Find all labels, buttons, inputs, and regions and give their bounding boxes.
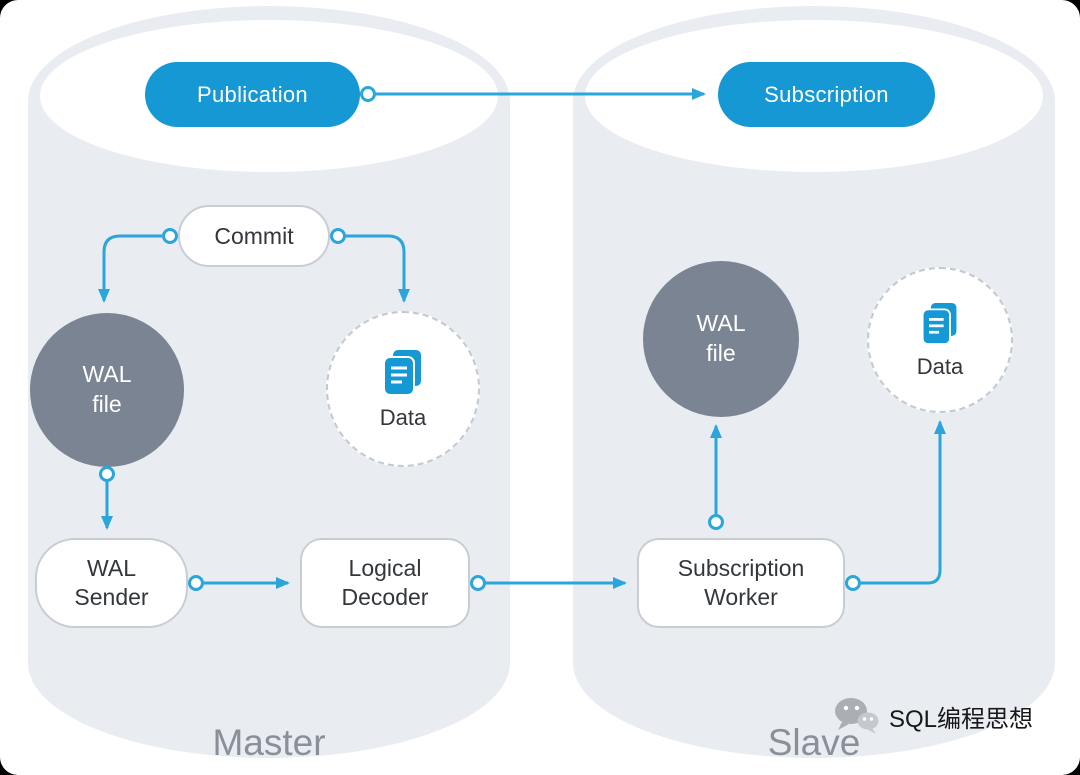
document-icon (383, 347, 423, 396)
master-wal-file-node: WAL file (30, 313, 184, 467)
wal-sender-label-line1: WAL (87, 555, 136, 582)
slave-wal-file-label-line2: file (706, 340, 736, 366)
wal-sender-label-line2: Sender (74, 584, 149, 610)
subscription-node: Subscription (718, 62, 935, 127)
master-data-node: Data (326, 311, 480, 467)
commit-node: Commit (178, 205, 330, 267)
master-wal-file-label-line2: file (92, 391, 122, 417)
subscription-worker-node: Subscription Worker (637, 538, 845, 628)
subscription-worker-label-line1: Subscription (677, 555, 805, 582)
slave-data-label: Data (916, 353, 964, 379)
slave-wal-file-label-line1: WAL (696, 310, 746, 337)
slave-wal-file-node: WAL file (643, 261, 799, 417)
watermark-text: SQL编程思想 (889, 705, 1034, 733)
publication-label: Publication (197, 81, 308, 107)
slave-data-node: Data (867, 267, 1013, 413)
wechat-icon (835, 698, 879, 734)
publication-node: Publication (145, 62, 360, 127)
subscription-label: Subscription (764, 81, 889, 107)
document-icon (921, 300, 959, 345)
logical-decoder-node: Logical Decoder (300, 538, 470, 628)
subscription-worker-label-line2: Worker (704, 584, 778, 610)
master-data-label: Data (379, 404, 427, 430)
logical-decoder-label-line2: Decoder (341, 584, 429, 610)
wal-sender-node: WAL Sender (35, 538, 188, 628)
logical-decoder-label-line1: Logical (348, 555, 422, 582)
watermark: SQL编程思想 (834, 696, 1033, 736)
master-label: Master (212, 722, 326, 763)
commit-label: Commit (214, 222, 294, 249)
master-wal-file-label-line1: WAL (82, 361, 132, 388)
slave-label: Slave (767, 722, 861, 763)
